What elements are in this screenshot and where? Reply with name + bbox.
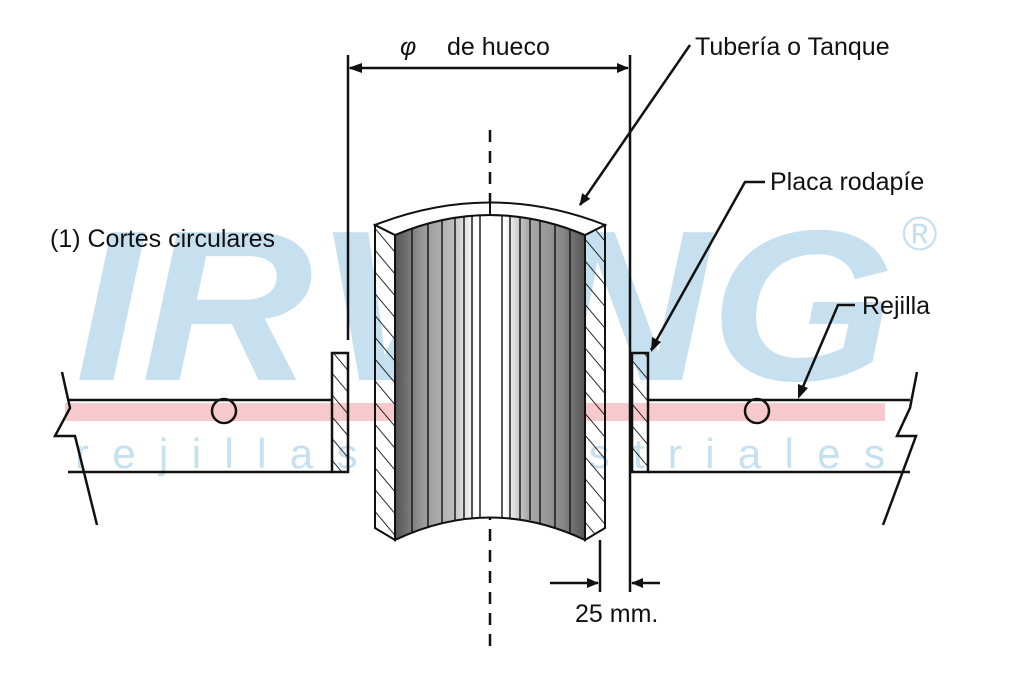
right-grating	[648, 371, 919, 526]
circular-cuts-label: (1) Cortes circulares	[50, 225, 275, 253]
clearance-dimension: 25 mm.	[550, 540, 660, 628]
watermark-registered: ®	[902, 208, 937, 261]
pipe-callout: Tubería o Tanque	[578, 33, 890, 206]
grating-bar-circle	[743, 397, 771, 425]
left-grating	[52, 371, 332, 526]
grating-label: Rejilla	[862, 292, 930, 320]
diameter-symbol: φ	[400, 33, 416, 61]
pipe	[372, 201, 608, 542]
pipe-label: Tubería o Tanque	[695, 33, 890, 61]
grating-bar-circle	[210, 397, 238, 425]
hole-dimension: φ de hueco	[346, 33, 632, 592]
hole-diameter-label: de hueco	[447, 33, 550, 61]
clearance-label: 25 mm.	[575, 600, 658, 628]
left-toe-plate	[330, 351, 350, 474]
right-toe-plate	[630, 351, 650, 474]
toe-plate-callout: Placa rodapíe	[649, 168, 924, 352]
toe-plate-label: Placa rodapíe	[770, 168, 924, 196]
grating-callout: Rejilla	[797, 292, 930, 399]
